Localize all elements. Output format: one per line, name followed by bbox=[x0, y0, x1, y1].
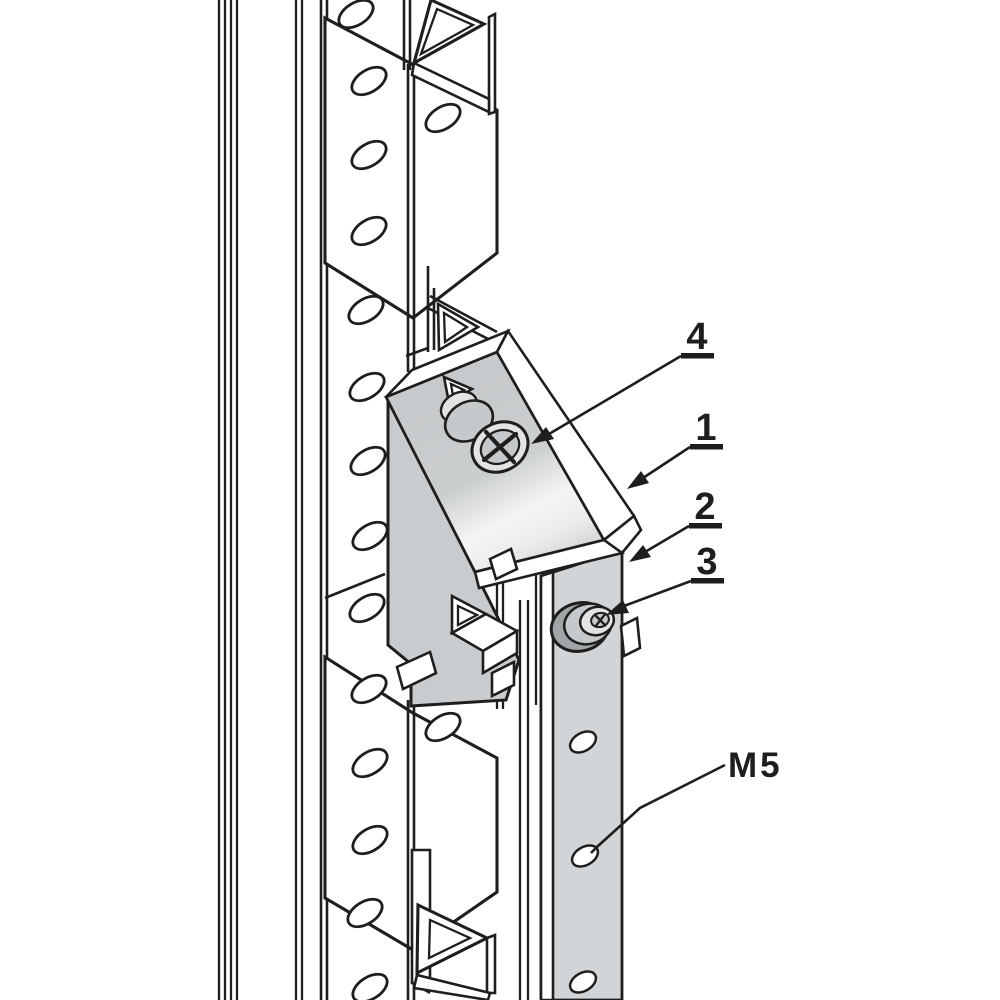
rail-hole bbox=[350, 139, 388, 171]
hook-flag-inner bbox=[456, 604, 480, 627]
clip-triangle-inner bbox=[418, 7, 476, 57]
callout-item-4: 4 bbox=[531, 316, 714, 444]
mounting-strip bbox=[539, 548, 642, 1000]
callout-underline bbox=[681, 353, 714, 359]
rail-return-edges bbox=[495, 543, 545, 1000]
leader-arrowhead bbox=[606, 600, 629, 615]
rail-hole bbox=[349, 445, 387, 477]
rail-hole bbox=[351, 747, 389, 779]
keying-hook-tab bbox=[449, 547, 520, 699]
frame-edge-lines bbox=[217, 0, 304, 1000]
rail-fold-edges bbox=[324, 0, 416, 1000]
callout-label-2: 2 bbox=[694, 486, 715, 528]
rail-hole bbox=[350, 215, 388, 247]
rail-hole bbox=[350, 65, 388, 97]
rail-hole bbox=[424, 711, 462, 743]
leader-line bbox=[642, 445, 691, 480]
bracket-base-band bbox=[473, 538, 626, 590]
leader-line bbox=[623, 579, 692, 608]
rail-hole bbox=[351, 824, 389, 856]
clip-side-bar bbox=[487, 11, 497, 116]
hook-top-box bbox=[488, 547, 519, 581]
rail-hole bbox=[350, 673, 388, 705]
cage-nut-clip-bottom bbox=[410, 848, 497, 1000]
strip-screw bbox=[549, 601, 616, 653]
callout-label-m5: M5 bbox=[728, 746, 783, 785]
screw4-cross-recess-icon bbox=[481, 429, 519, 465]
cage-nut-clip-top bbox=[410, 0, 497, 116]
strip-side-tab bbox=[619, 615, 642, 659]
callout-underline bbox=[691, 578, 724, 584]
clip-side-bar bbox=[485, 933, 497, 995]
screw3-cross-recess-icon bbox=[593, 612, 607, 628]
callout-item-1: 1 bbox=[627, 407, 723, 489]
rail-hole bbox=[337, 0, 375, 30]
clip-tab-edges bbox=[405, 266, 498, 358]
callout-underline bbox=[690, 444, 723, 450]
rail-tab-overlay bbox=[395, 650, 438, 691]
leader-arrowhead bbox=[627, 471, 649, 489]
rail-holes bbox=[337, 0, 462, 1000]
hook-foot bbox=[490, 659, 516, 699]
rack-frame-edge bbox=[217, 0, 329, 1000]
rail-hole bbox=[351, 972, 389, 1000]
leader-line bbox=[644, 524, 690, 554]
callout-item-2: 2 bbox=[629, 486, 722, 562]
rail-hole bbox=[348, 592, 386, 624]
rail-hole bbox=[348, 371, 386, 403]
leader-arrowhead bbox=[629, 545, 651, 562]
callout-label-1: 1 bbox=[695, 407, 716, 449]
leader-line bbox=[548, 354, 682, 436]
clip-base-band bbox=[412, 973, 492, 1000]
callout-underline bbox=[689, 523, 722, 529]
callout-thread-size: M5 bbox=[590, 746, 783, 854]
mounting-bracket bbox=[384, 328, 643, 708]
clip-triangle-inner bbox=[427, 918, 473, 960]
clip-triangle-outer bbox=[411, 0, 488, 67]
strip-side-face bbox=[539, 570, 555, 1000]
clip-triangle-inner bbox=[442, 310, 470, 345]
rail-hole bbox=[346, 897, 384, 929]
clip-base-band bbox=[410, 61, 491, 115]
leader-arrowhead bbox=[531, 427, 554, 444]
rail-hole bbox=[347, 294, 385, 326]
m5-hole bbox=[568, 970, 598, 994]
hook-body-front bbox=[481, 628, 519, 676]
m5-hole bbox=[568, 730, 598, 754]
callout-label-3: 3 bbox=[696, 541, 717, 583]
captive-screw bbox=[439, 374, 530, 474]
rail-hole bbox=[351, 520, 389, 552]
rail-hole bbox=[424, 102, 462, 134]
leader-line bbox=[590, 763, 726, 854]
callout-label-4: 4 bbox=[686, 316, 707, 358]
callout-item-3: 3 bbox=[606, 541, 724, 615]
